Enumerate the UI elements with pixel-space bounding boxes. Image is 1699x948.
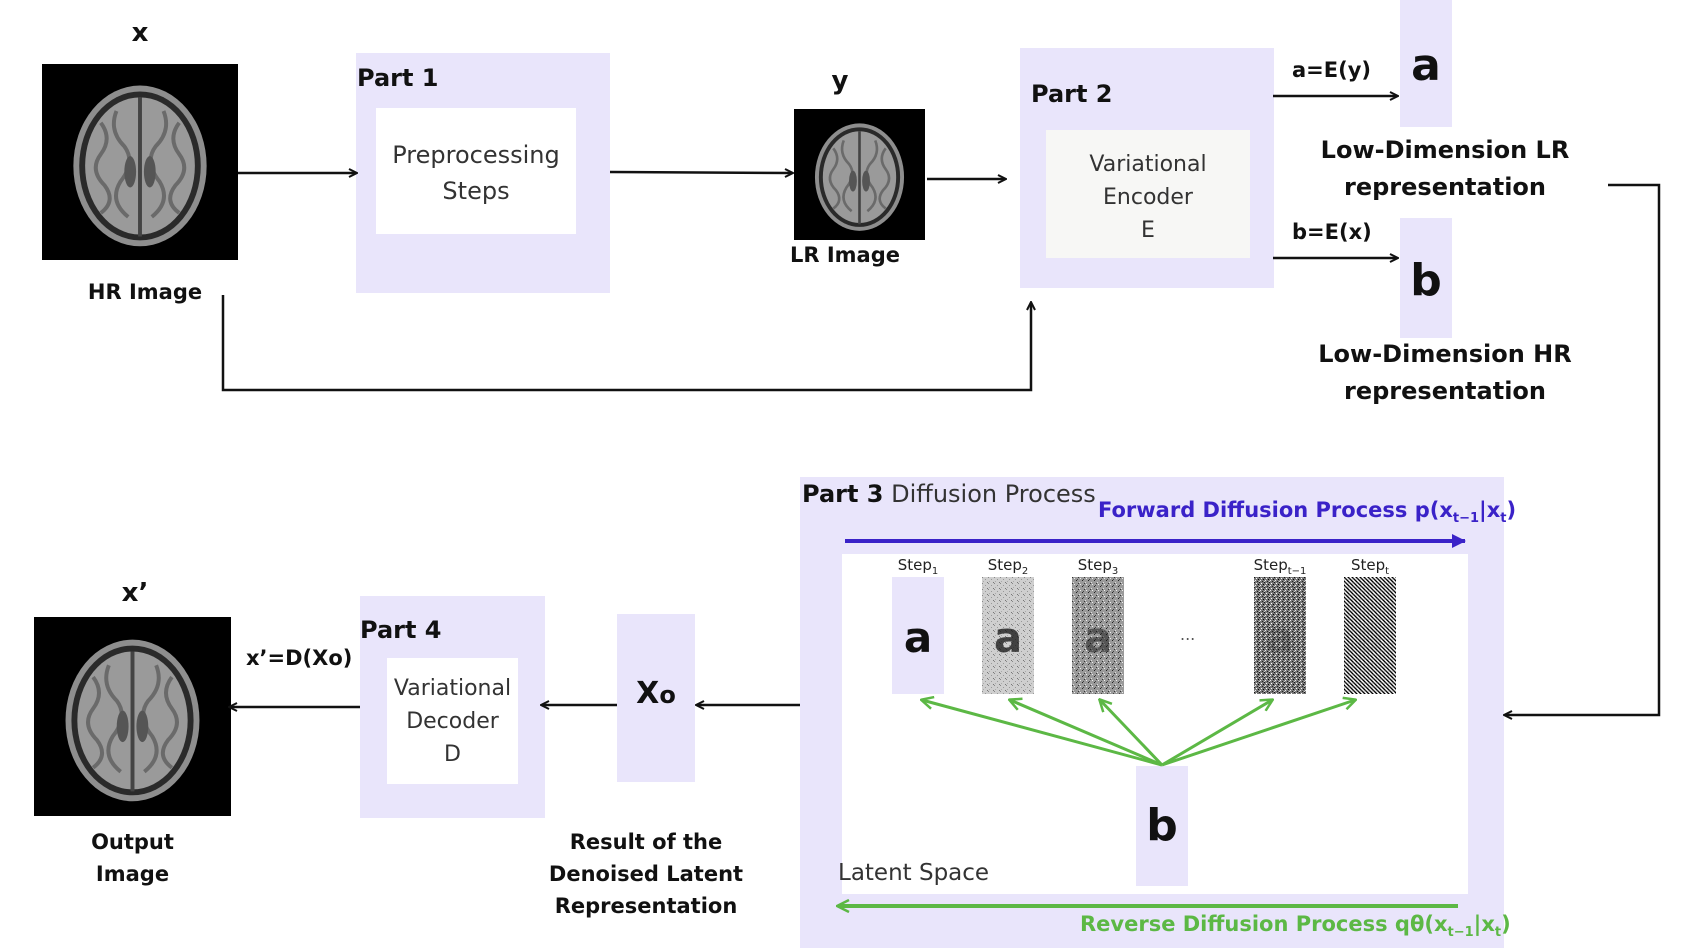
a-equation: a=E(y) (1292, 58, 1371, 82)
preprocessing-line1: Preprocessing (392, 141, 560, 169)
step-label-base: Step (1350, 556, 1386, 574)
reverse-fan-arrows (922, 700, 1355, 767)
x0-label-line3: Representation (554, 894, 738, 918)
step-tile-1: a (892, 577, 944, 694)
b-symbol: b (1410, 255, 1442, 306)
output-label-line2: Image (95, 862, 170, 886)
step-label-2: Step2 (978, 556, 1038, 577)
b-representation-label: Low-Dimension HR representation (1290, 336, 1600, 410)
b-equation: b=E(x) (1292, 220, 1372, 244)
forward-sub1: t−1 (1452, 511, 1480, 527)
encoder-text: Variational Encoder E (1046, 148, 1250, 247)
encoder-line3: E (1141, 218, 1155, 243)
output-equation: x’=D(Xo) (246, 646, 353, 670)
b-vector (1400, 218, 1452, 338)
output-label: Output Image (60, 826, 205, 890)
part2-title: Part 2 (1031, 80, 1113, 108)
forward-sub2: t (1500, 511, 1507, 527)
reverse-mid: |x (1473, 912, 1495, 936)
b-latent-symbol: b (1146, 800, 1178, 851)
part1-title: Part 1 (357, 64, 439, 92)
a-symbol: a (1411, 40, 1441, 91)
step-glyph: a (994, 613, 1022, 662)
step-label-3: Step3 (1068, 556, 1128, 577)
a-representation-label: Low-Dimension LR representation (1290, 132, 1600, 206)
output-label-line1: Output (91, 830, 174, 854)
decoder-line3: D (444, 742, 461, 767)
step-label-sub: t (1385, 566, 1390, 577)
forward-diffusion-label: Forward Diffusion Process p(xt−1|xt) (1098, 498, 1516, 526)
hr-symbol: x (131, 18, 149, 48)
step-label-1: Step1 (888, 556, 948, 577)
a-vector (1400, 0, 1452, 127)
b-latent-vector (1136, 766, 1188, 886)
x0-label: Result of the Denoised Latent Representa… (530, 826, 762, 922)
arrow-hr-loop-to-part2 (221, 295, 1031, 392)
decoder-box (387, 658, 518, 784)
x0-sub: o (659, 681, 676, 709)
step-tile-5: a (1344, 577, 1396, 694)
step-label-sub: 2 (1021, 566, 1029, 577)
arrow-latents-to-part3 (1505, 183, 1661, 715)
reverse-label-text: Reverse Diffusion Process qθ(x (1080, 912, 1448, 936)
step-tile-4: a (1254, 577, 1306, 694)
part3-header: Part 3 Diffusion Process (802, 480, 1096, 508)
output-image (34, 617, 231, 816)
hr-image (42, 64, 238, 260)
encoder-line2: Encoder (1103, 185, 1193, 210)
step-glyph: a (1266, 613, 1294, 662)
step-label-5: Stept (1340, 556, 1400, 577)
lr-image (794, 109, 925, 240)
decoder-text: Variational Decoder D (377, 672, 528, 771)
x0-label-line1: Result of the (569, 830, 723, 854)
step-tile-2: a (982, 577, 1034, 694)
step-tile-3: a (1072, 577, 1124, 694)
step-label-sub: 1 (931, 566, 939, 577)
decoder-line1: Variational (393, 676, 512, 701)
step-label-base: Step (987, 556, 1022, 574)
reverse-sub2: t (1494, 925, 1502, 941)
lr-label: LR Image (789, 243, 900, 267)
step-label-base: Step (897, 556, 932, 574)
reverse-sub1: t−1 (1447, 925, 1474, 941)
a-label-line1: Low-Dimension LR (1320, 136, 1570, 164)
reverse-end: ) (1501, 912, 1511, 936)
step-glyph: a (904, 613, 932, 662)
preprocessing-text: Preprocessing Steps (376, 137, 576, 209)
encoder-box (1046, 130, 1250, 258)
arrow-part1-to-lr (609, 172, 792, 173)
steps-ellipsis: ... (1180, 625, 1196, 644)
b-label-line1: Low-Dimension HR (1318, 340, 1572, 368)
part4-title: Part 4 (360, 616, 442, 644)
step-label-sub: t−1 (1287, 566, 1307, 577)
x0-letter: X (636, 676, 660, 711)
step-label-base: Step (1253, 556, 1288, 574)
part3-title: Part 3 (802, 480, 884, 508)
step-glyph: a (1356, 613, 1384, 662)
step-label-4: Stept−1 (1250, 556, 1310, 577)
x0-label-line2: Denoised Latent (548, 862, 744, 886)
encoder-line1: Variational (1089, 152, 1207, 177)
x0-symbol: Xo (617, 676, 695, 711)
forward-mid: |x (1479, 498, 1501, 522)
preprocessing-box (376, 108, 576, 234)
a-label-line2: representation (1344, 173, 1546, 201)
part3-subtitle: Diffusion Process (891, 480, 1096, 508)
step-label-base: Step (1077, 556, 1112, 574)
x0-vector (617, 614, 695, 782)
latent-space-label: Latent Space (838, 860, 990, 886)
reverse-diffusion-label: Reverse Diffusion Process qθ(xt−1|xt) (1080, 912, 1511, 940)
b-label-line2: representation (1344, 377, 1546, 405)
step-glyph: a (1084, 613, 1112, 662)
preprocessing-line2: Steps (442, 177, 510, 205)
step-label-sub: 3 (1111, 566, 1119, 577)
forward-label-text: Forward Diffusion Process p(x (1098, 498, 1453, 522)
lr-symbol: y (831, 66, 849, 96)
forward-end: ) (1506, 498, 1517, 522)
decoder-line2: Decoder (406, 709, 499, 734)
output-symbol: x’ (121, 578, 149, 608)
hr-label: HR Image (87, 280, 203, 304)
